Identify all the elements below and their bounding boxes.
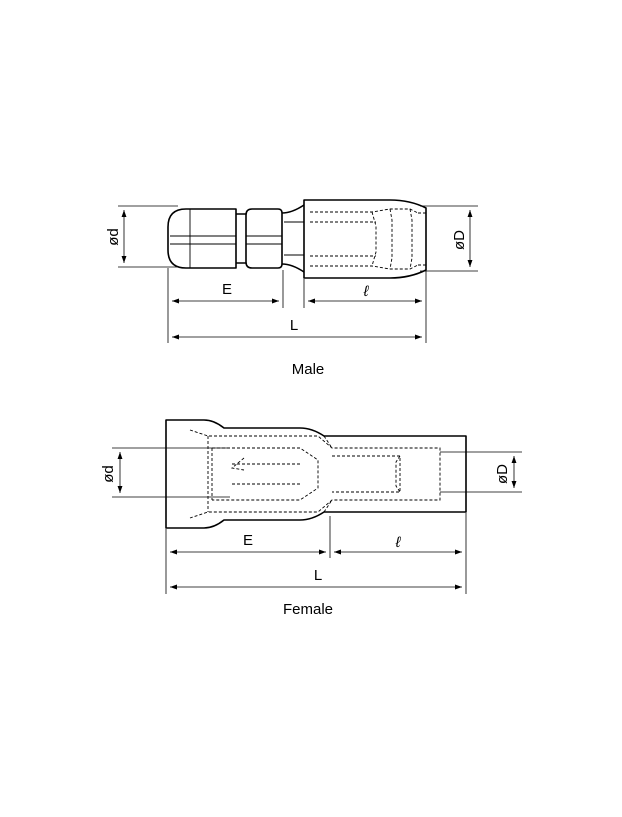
- female-insulation-sleeve: [165, 419, 467, 529]
- female-label-l: ℓ: [395, 534, 402, 551]
- male-caption: Male: [292, 361, 325, 378]
- male-collar: [245, 208, 283, 269]
- male-insulation-sleeve: [303, 199, 427, 279]
- female-label-E: E: [243, 532, 253, 549]
- male-label-oD: øD: [451, 230, 468, 250]
- female-connector: [165, 419, 467, 529]
- male-dimensions: ød øD E ℓ L: [105, 205, 478, 343]
- male-label-E: E: [222, 281, 232, 298]
- female-label-od: ød: [100, 465, 117, 483]
- male-bullet-tip: [167, 208, 237, 269]
- female-label-L: L: [314, 567, 322, 584]
- female-caption: Female: [283, 601, 333, 618]
- male-connector: [167, 199, 427, 279]
- male-label-l: ℓ: [363, 283, 370, 300]
- male-neck: [236, 213, 246, 264]
- female-label-oD: øD: [494, 464, 511, 484]
- male-label-L: L: [290, 317, 298, 334]
- male-label-od: ød: [105, 228, 122, 246]
- female-dimensions: ød øD E ℓ L: [100, 447, 522, 594]
